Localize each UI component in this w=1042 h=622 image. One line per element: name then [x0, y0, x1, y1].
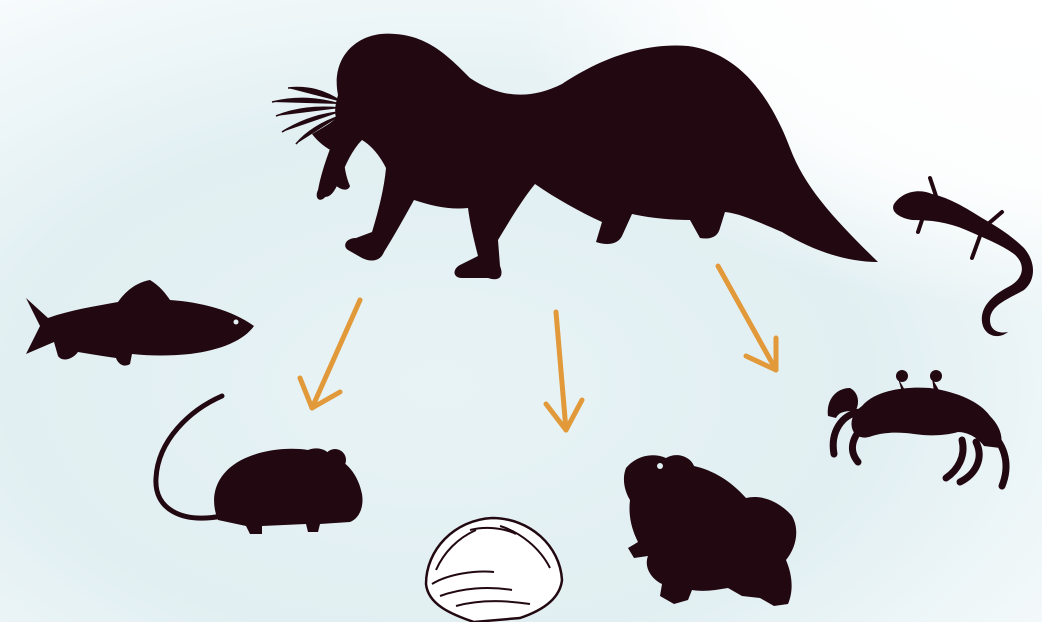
food-web-diagram	[0, 0, 1042, 622]
